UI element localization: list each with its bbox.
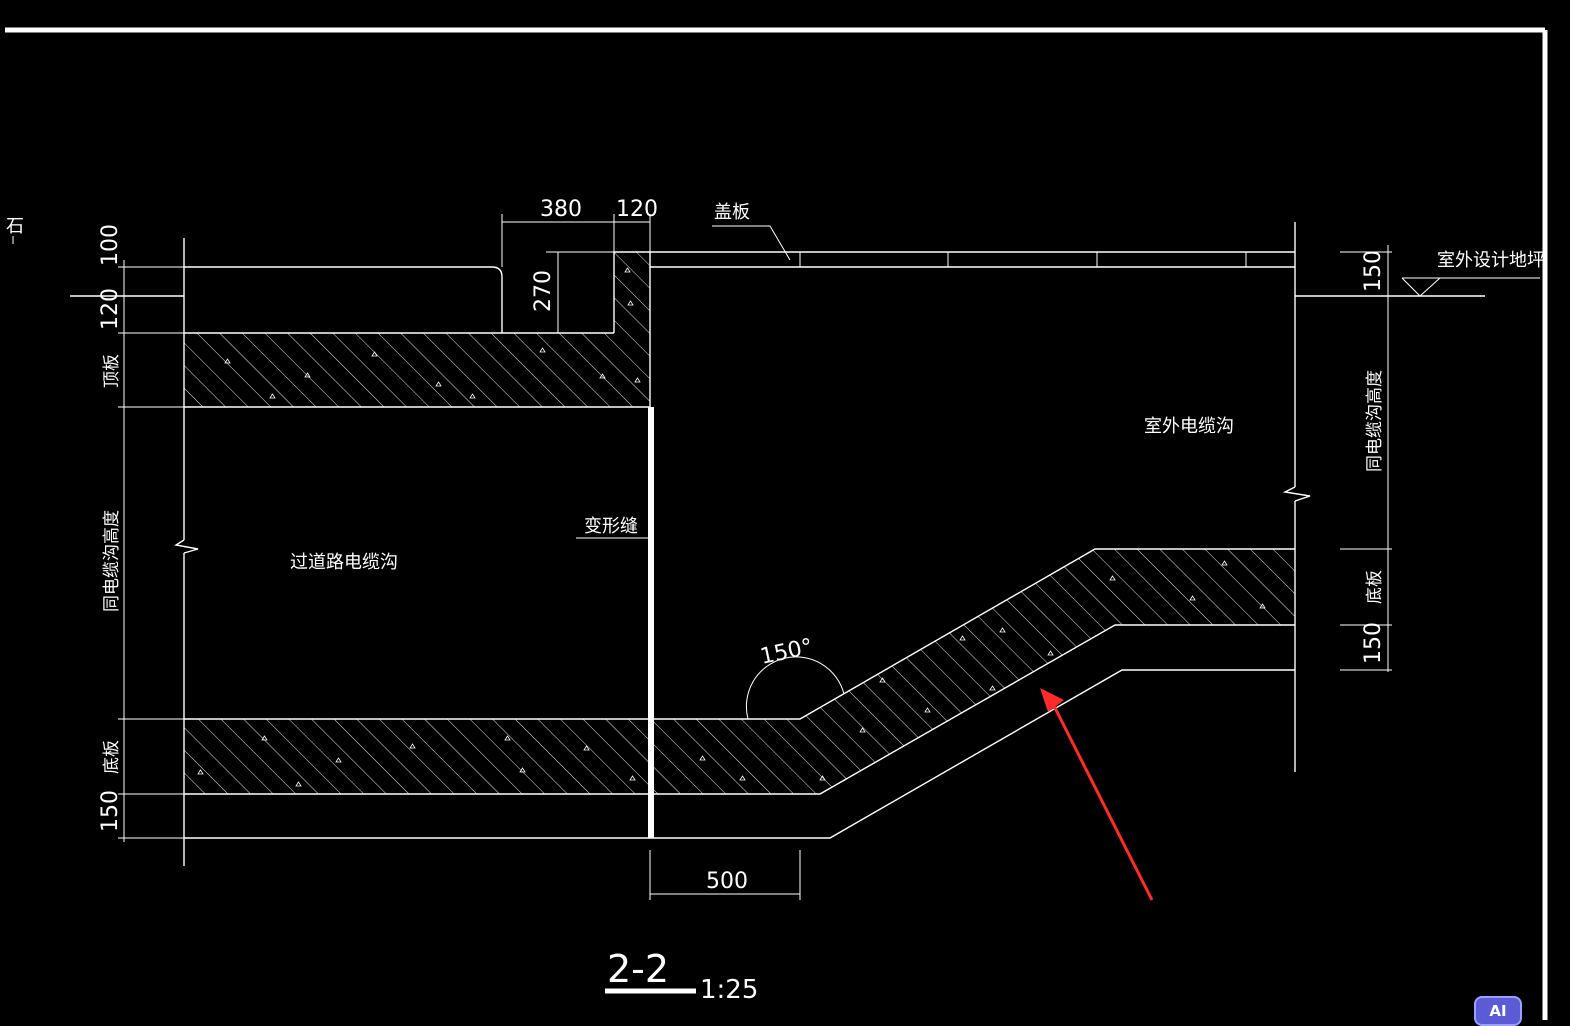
left-dimensions xyxy=(118,260,184,842)
corner-fragment-text: 石 xyxy=(6,216,24,237)
dim-500: 500 xyxy=(706,869,748,894)
bottom-slab-right-label: 底板 xyxy=(1365,570,1385,604)
ground-level-symbol xyxy=(1401,277,1540,297)
dim-120-top: 120 xyxy=(616,197,658,222)
dim-100: 100 xyxy=(98,224,123,266)
dim-380: 380 xyxy=(540,197,582,222)
right-dimensions xyxy=(1340,245,1392,672)
dim-150-right-top: 150 xyxy=(1361,250,1386,292)
bottom-slab-left-label: 底板 xyxy=(102,740,122,774)
section-scale: 1:25 xyxy=(700,975,758,1005)
expansion-joint-label: 变形缝 xyxy=(576,516,648,539)
section-title-block: 2-2 1:25 xyxy=(605,947,758,1005)
dim-150-left: 150 xyxy=(98,790,123,832)
outdoor-ground-label: 室外设计地坪 xyxy=(1437,250,1545,271)
angle-150-label: 150° xyxy=(758,634,815,669)
same-height-left-label: 同电缆沟高度 xyxy=(102,510,122,612)
expansion-joint-text: 变形缝 xyxy=(584,516,638,537)
drawing-frame xyxy=(5,27,1548,1020)
road-crossing-trench-label: 过道路电缆沟 xyxy=(290,552,398,573)
ai-assistant-button[interactable]: AI xyxy=(1474,996,1522,1026)
same-height-right-label: 同电缆沟高度 xyxy=(1365,370,1385,472)
top-dimensions xyxy=(501,214,651,333)
cover-plate-leader xyxy=(712,225,791,261)
bottom-dimension xyxy=(649,850,801,900)
section-title: 2-2 xyxy=(607,947,669,991)
dim-270: 270 xyxy=(531,270,556,312)
cover-plate-label: 盖板 xyxy=(714,202,750,223)
outdoor-cable-trench xyxy=(650,222,1485,839)
dim-150-right-bottom: 150 xyxy=(1361,622,1386,664)
top-slab-label: 顶板 xyxy=(102,354,122,388)
road-crossing-trench xyxy=(70,238,651,866)
red-arrow-annotation xyxy=(1040,688,1154,901)
outdoor-trench-label: 室外电缆沟 xyxy=(1144,416,1234,437)
dim-120-left: 120 xyxy=(98,288,123,330)
